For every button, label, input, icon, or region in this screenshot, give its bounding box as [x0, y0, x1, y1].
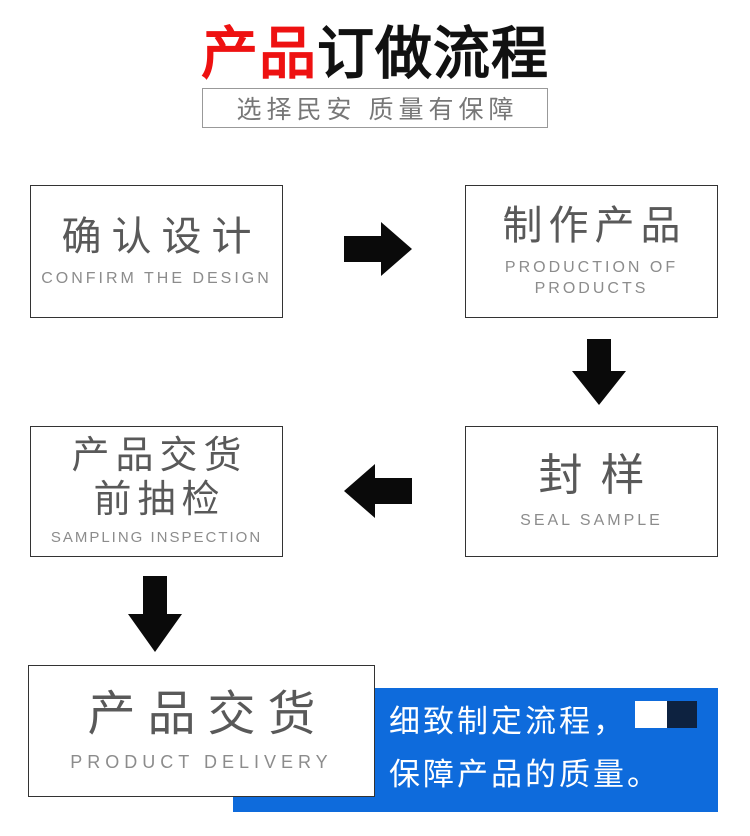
callout-line2: 保障产品的质量。	[389, 757, 661, 792]
step-box-confirm-design: 确认设计 CONFIRM THE DESIGN	[30, 185, 283, 318]
subtitle-text: 选择民安 质量有保障	[236, 96, 519, 124]
step-title-en: PRODUCTION OF PRODUCTS	[504, 259, 679, 297]
callout-text: 细致制定流程， 保障产品的质量。	[389, 695, 661, 801]
step-title-zh: 产品交货	[87, 688, 328, 742]
arrow-down-icon	[128, 576, 182, 652]
arrow-right-icon	[344, 222, 412, 276]
navy-square-icon	[667, 701, 697, 728]
subtitle-banner: 选择民安 质量有保障	[202, 88, 548, 128]
white-square-icon	[635, 701, 667, 728]
step-title-en: CONFIRM THE DESIGN	[41, 269, 272, 287]
step-box-product-delivery: 产品交货 PRODUCT DELIVERY	[28, 665, 375, 797]
arrow-left-icon	[344, 464, 412, 518]
step-title-zh: 制作产品	[502, 204, 687, 249]
step-box-seal-sample: 封样 SEAL SAMPLE	[465, 426, 718, 557]
step-box-sampling-inspection: 产品交货 前抽检 SAMPLING INSPECTION	[30, 426, 283, 557]
step-title-en: SEAL SAMPLE	[520, 511, 663, 529]
step-title-en: SAMPLING INSPECTION	[50, 529, 263, 547]
step-title-zh-line1: 产品交货	[71, 435, 248, 478]
page-title-accent: 产品	[201, 22, 317, 86]
arrow-down-icon	[572, 339, 626, 405]
step-title-zh: 封样	[538, 451, 663, 501]
step-title-en: PRODUCT DELIVERY	[70, 752, 333, 773]
step-title-zh: 确认设计	[61, 214, 262, 259]
step-title-zh-line2: 前抽检	[93, 478, 226, 521]
page-title: 产品订做流程	[0, 8, 750, 90]
callout-line1: 细致制定流程，	[389, 704, 627, 739]
step-box-production: 制作产品 PRODUCTION OF PRODUCTS	[465, 185, 718, 318]
page-title-rest: 订做流程	[317, 22, 549, 86]
